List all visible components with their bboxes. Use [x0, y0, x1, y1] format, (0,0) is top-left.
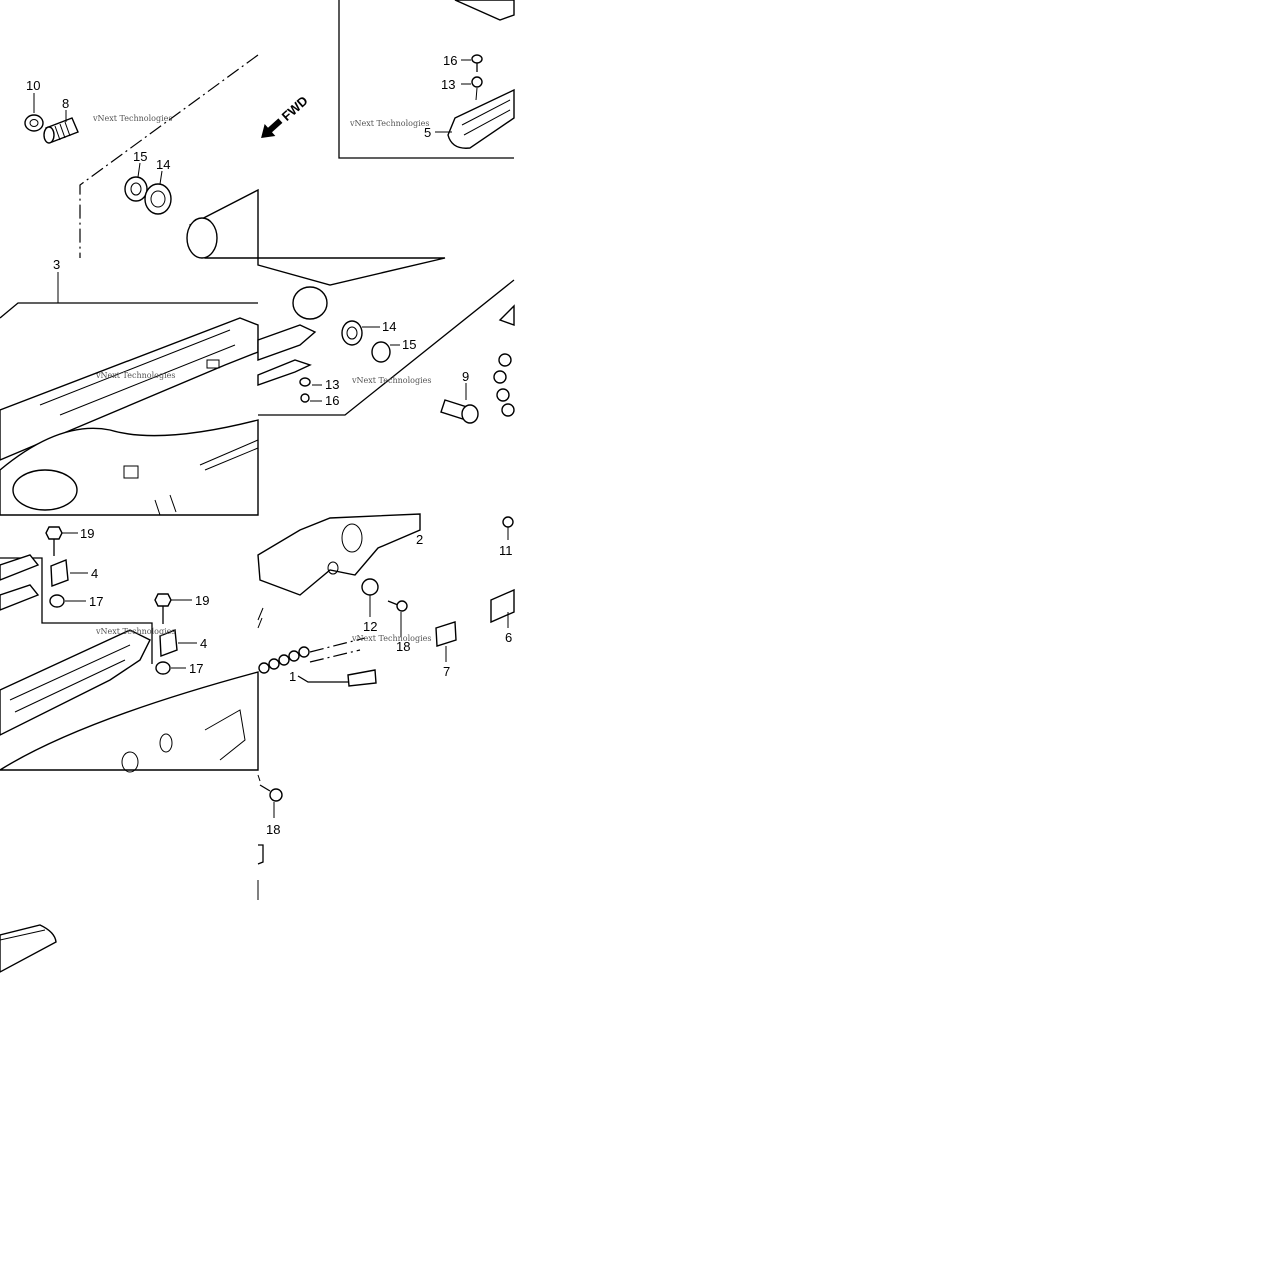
- callout-4: 4: [200, 636, 207, 651]
- callout-16: 16: [325, 393, 339, 408]
- callout-5: 5: [424, 125, 431, 140]
- washer-10: [24, 114, 44, 132]
- callout-15: 15: [402, 337, 416, 352]
- watermark: vNext Technologies: [95, 371, 175, 380]
- clamp-4: [50, 559, 69, 587]
- chain-guard-2: [257, 513, 421, 596]
- callout-1: 1: [289, 669, 296, 684]
- callout-13: 13: [325, 377, 339, 392]
- nut-11: [502, 516, 514, 528]
- watermark: vNext Technologies: [95, 627, 175, 636]
- bearing-14: [341, 320, 363, 346]
- grommet-12: [361, 578, 379, 596]
- tile-lower-right: 2 11 12 18 6 7: [257, 513, 515, 687]
- callout-6: 6: [505, 630, 512, 645]
- collar-13: [299, 377, 311, 387]
- bearing-14: [144, 183, 172, 215]
- watermark: vNext Technologies: [92, 114, 172, 123]
- screw-16: [471, 54, 483, 72]
- callout-3: 3: [53, 257, 60, 272]
- tile-middle-right: 14 15 13 16 9 vNext Technologies: [257, 257, 515, 424]
- watermark: vNext Technologies: [351, 376, 431, 385]
- bolt-18: [259, 784, 283, 802]
- callout-8: 8: [62, 96, 69, 111]
- tile-bottom-left: [0, 924, 57, 973]
- callout-13: 13: [441, 77, 455, 92]
- nut-17: [155, 661, 171, 675]
- callout-9: 9: [462, 369, 469, 384]
- bolt-19: [154, 593, 172, 624]
- screw-16: [300, 393, 310, 403]
- callout-12: 12: [363, 619, 377, 634]
- callout-14: 14: [382, 319, 396, 334]
- tile-top-left: 10 8 15 14 FWD vNext Technologies: [24, 54, 311, 259]
- swingarm-3: [0, 317, 259, 516]
- callout-19: 19: [195, 593, 209, 608]
- bolt-18: [387, 600, 408, 612]
- dust-seal-15: [124, 176, 148, 202]
- label-7: [435, 621, 457, 647]
- fwd-label: FWD: [279, 93, 311, 124]
- tile-bottom-center: 18: [257, 774, 283, 900]
- callout-15: 15: [133, 149, 147, 164]
- callout-7: 7: [443, 664, 450, 679]
- callout-11: 11: [499, 543, 513, 558]
- nut-17: [49, 594, 65, 608]
- label-6: [490, 588, 515, 624]
- callout-14: 14: [156, 157, 170, 172]
- tile-middle-left: 3 vNext Technologies: [0, 257, 259, 516]
- dust-seal-15: [371, 341, 391, 363]
- callout-2: 2: [416, 532, 423, 547]
- callout-16: 16: [443, 53, 457, 68]
- chain-slider-5: [447, 88, 515, 149]
- collar-13: [471, 76, 483, 88]
- callout-17: 17: [89, 594, 103, 609]
- callout-18: 18: [396, 639, 410, 654]
- bolt-9: [440, 399, 479, 424]
- tile-lower-left: 19 4 17 19 4 17 vNext Technologies: [0, 526, 259, 773]
- bolt-19: [45, 526, 63, 556]
- watermark: vNext Technologies: [349, 119, 429, 128]
- watermark: vNext Technologies: [351, 634, 431, 643]
- callout-4: 4: [91, 566, 98, 581]
- callout-17: 17: [189, 661, 203, 676]
- pivot-bolt-8: [43, 117, 79, 144]
- clamp-4: [159, 629, 178, 657]
- drive-chain-1: [257, 607, 366, 674]
- drive-chain: [493, 304, 515, 417]
- tile-top-right: 5 16 13 vNext Technologies: [338, 0, 515, 159]
- callout-19: 19: [80, 526, 94, 541]
- callout-18: 18: [266, 822, 280, 837]
- callout-10: 10: [26, 78, 40, 93]
- forward-arrow-icon: FWD: [261, 93, 311, 139]
